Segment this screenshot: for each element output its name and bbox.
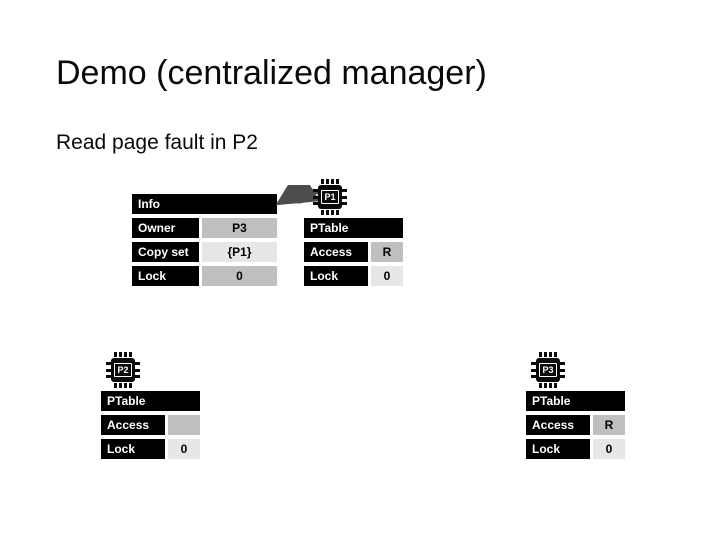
chip-pins xyxy=(114,352,132,357)
row-value-lock: 0 xyxy=(202,266,277,286)
cpu-chip-p1: P1 xyxy=(312,178,348,216)
row-value-lock: 0 xyxy=(168,439,200,459)
chip-label-p3: P3 xyxy=(539,363,557,377)
chip-body: P3 xyxy=(536,358,560,382)
ptable-p2: PTable Access Lock 0 xyxy=(101,391,200,463)
info-table-header: Info xyxy=(132,194,277,214)
chip-pins xyxy=(539,352,557,357)
chip-pins xyxy=(560,362,565,378)
chip-label-p1: P1 xyxy=(321,190,339,204)
chip-pins xyxy=(114,383,132,388)
table-row: Access R xyxy=(526,415,625,435)
table-row: Copy set {P1} xyxy=(132,242,277,262)
row-value-access: R xyxy=(593,415,625,435)
ptable-p3: PTable Access R Lock 0 xyxy=(526,391,625,463)
chip-pins xyxy=(106,362,111,378)
row-label-access: Access xyxy=(526,415,590,435)
row-value-access xyxy=(168,415,200,435)
chip-pins xyxy=(539,383,557,388)
row-label-owner: Owner xyxy=(132,218,199,238)
row-value-lock: 0 xyxy=(371,266,403,286)
table-row: Lock 0 xyxy=(132,266,277,286)
row-label-access: Access xyxy=(101,415,165,435)
row-value-lock: 0 xyxy=(593,439,625,459)
row-value-access: R xyxy=(371,242,403,262)
table-row: Lock 0 xyxy=(101,439,200,459)
chip-label-p2: P2 xyxy=(114,363,132,377)
table-row: Lock 0 xyxy=(526,439,625,459)
info-table: Info Owner P3 Copy set {P1} Lock 0 xyxy=(132,194,277,290)
table-row: Lock 0 xyxy=(304,266,403,286)
chip-pins xyxy=(313,189,318,205)
chip-body: P1 xyxy=(318,185,342,209)
ptable-p2-header: PTable xyxy=(101,391,200,411)
chip-pins xyxy=(342,189,347,205)
row-label-copyset: Copy set xyxy=(132,242,199,262)
chip-pins xyxy=(531,362,536,378)
page-title: Demo (centralized manager) xyxy=(56,54,487,92)
table-row: Access xyxy=(101,415,200,435)
row-label-lock: Lock xyxy=(101,439,165,459)
ptable-p1-header: PTable xyxy=(304,218,403,238)
row-label-access: Access xyxy=(304,242,368,262)
ptable-p1: PTable Access R Lock 0 xyxy=(304,218,403,290)
row-value-owner: P3 xyxy=(202,218,277,238)
arrow-p1-to-info xyxy=(271,167,321,213)
row-value-copyset: {P1} xyxy=(202,242,277,262)
table-row: Access R xyxy=(304,242,403,262)
slide-subtitle: Read page fault in P2 xyxy=(56,131,258,154)
cpu-chip-p2: P2 xyxy=(105,351,141,389)
chip-body: P2 xyxy=(111,358,135,382)
row-label-lock: Lock xyxy=(304,266,368,286)
chip-pins xyxy=(321,210,339,215)
row-label-lock: Lock xyxy=(132,266,199,286)
chip-pins xyxy=(321,179,339,184)
table-row: Owner P3 xyxy=(132,218,277,238)
cpu-chip-p3: P3 xyxy=(530,351,566,389)
chip-pins xyxy=(135,362,140,378)
ptable-p3-header: PTable xyxy=(526,391,625,411)
row-label-lock: Lock xyxy=(526,439,590,459)
curved-arrow-icon xyxy=(275,167,321,206)
